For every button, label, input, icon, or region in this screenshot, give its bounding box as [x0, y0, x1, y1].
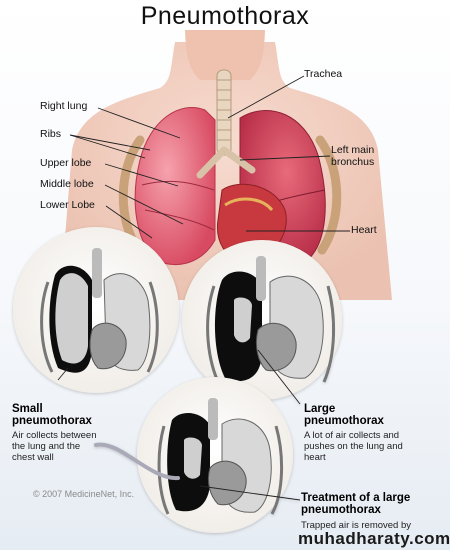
- small-pneumothorax-diagram: [13, 227, 179, 393]
- chest-tube: [94, 442, 180, 481]
- label-ribs: Ribs: [40, 128, 62, 140]
- ribs-left: [315, 135, 342, 255]
- label-heart: Heart: [351, 224, 377, 236]
- large-pneumothorax-diagram: [182, 240, 342, 405]
- bronchus: [196, 146, 256, 179]
- treatment-diagram: [94, 377, 301, 533]
- page-title: Pneumothorax: [140, 2, 310, 30]
- label-lower-lobe: Lower Lobe: [40, 199, 95, 211]
- large-pneumothorax-caption: Large pneumothorax A lot of air collects…: [304, 403, 403, 463]
- label-trachea: Trachea: [304, 68, 343, 80]
- neck-shape: [185, 30, 265, 80]
- label-middle-lobe: Middle lobe: [40, 178, 94, 190]
- watermark-text: muhadharaty.com: [298, 529, 450, 548]
- small-pneumothorax-caption: Small pneumothorax Air collects between …: [12, 403, 97, 463]
- treatment-caption: Treatment of a large pneumothorax Trappe…: [301, 492, 412, 531]
- label-right-lung: Right lung: [40, 100, 88, 112]
- copyright-notice: © 2007 MedicineNet, Inc.: [33, 489, 135, 499]
- right-lung: [134, 106, 216, 266]
- trachea: [216, 69, 232, 156]
- label-upper-lobe: Upper lobe: [40, 157, 92, 169]
- label-left-main-bronchus: Left main bronchus: [331, 144, 375, 168]
